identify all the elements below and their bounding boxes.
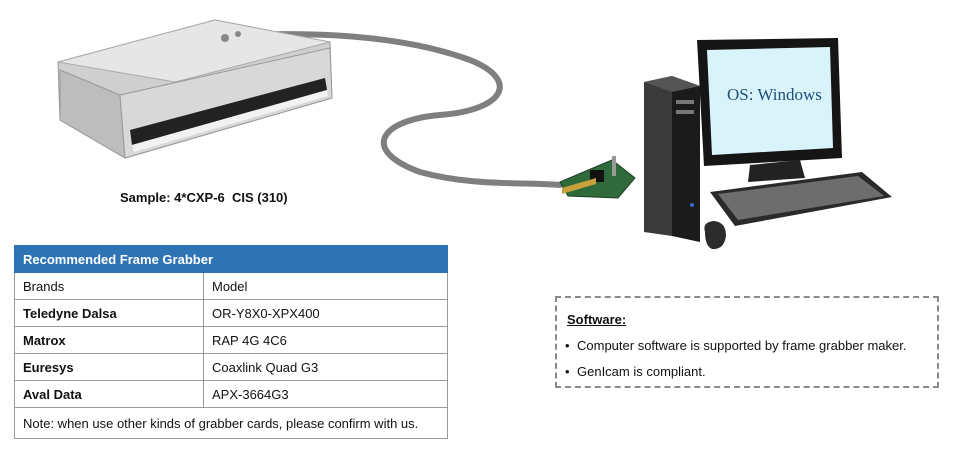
frame-grabber-card [559, 156, 636, 199]
bullet-icon: • [565, 364, 570, 379]
table-row: Euresys Coaxlink Quad G3 [14, 353, 448, 381]
model-cell: RAP 4G 4C6 [203, 326, 448, 354]
bullet-icon: • [565, 338, 570, 353]
software-box: Software: • Computer software is supporte… [555, 296, 939, 388]
monitor [697, 38, 842, 182]
software-item-text: Computer software is supported by frame … [577, 338, 907, 353]
cis-camera [57, 19, 333, 159]
list-item: • GenIcam is compliant. [565, 364, 906, 390]
header-model: Model [203, 272, 448, 300]
frame-grabber-table: Recommended Frame Grabber Brands Model T… [14, 245, 448, 439]
software-title: Software: [567, 312, 627, 327]
software-item-text: GenIcam is compliant. [577, 364, 706, 379]
list-item: • Computer software is supported by frame… [565, 338, 906, 364]
model-cell: OR-Y8X0-XPX400 [203, 299, 448, 327]
brand-cell: Teledyne Dalsa [14, 299, 204, 327]
software-list: • Computer software is supported by frame… [565, 338, 906, 390]
table-note: Note: when use other kinds of grabber ca… [14, 407, 448, 439]
header-brands: Brands [14, 272, 204, 300]
mouse [704, 221, 726, 250]
brand-cell: Aval Data [14, 380, 204, 408]
camera-cable [222, 31, 563, 188]
keyboard [710, 172, 892, 226]
table-row: Matrox RAP 4G 4C6 [14, 326, 448, 354]
brand-cell: Euresys [14, 353, 204, 381]
pc-tower [644, 76, 700, 242]
model-cell: APX-3664G3 [203, 380, 448, 408]
os-label: OS: Windows [727, 85, 822, 104]
table-note-row: Note: when use other kinds of grabber ca… [14, 407, 448, 439]
table-row: Teledyne Dalsa OR-Y8X0-XPX400 [14, 299, 448, 327]
table-title-row: Recommended Frame Grabber [14, 245, 448, 273]
model-cell: Coaxlink Quad G3 [203, 353, 448, 381]
table-row: Aval Data APX-3664G3 [14, 380, 448, 408]
camera-caption: Sample: 4*CXP-6 CIS (310) [120, 190, 288, 205]
table-title: Recommended Frame Grabber [14, 245, 448, 273]
table-header-row: Brands Model [14, 272, 448, 300]
brand-cell: Matrox [14, 326, 204, 354]
